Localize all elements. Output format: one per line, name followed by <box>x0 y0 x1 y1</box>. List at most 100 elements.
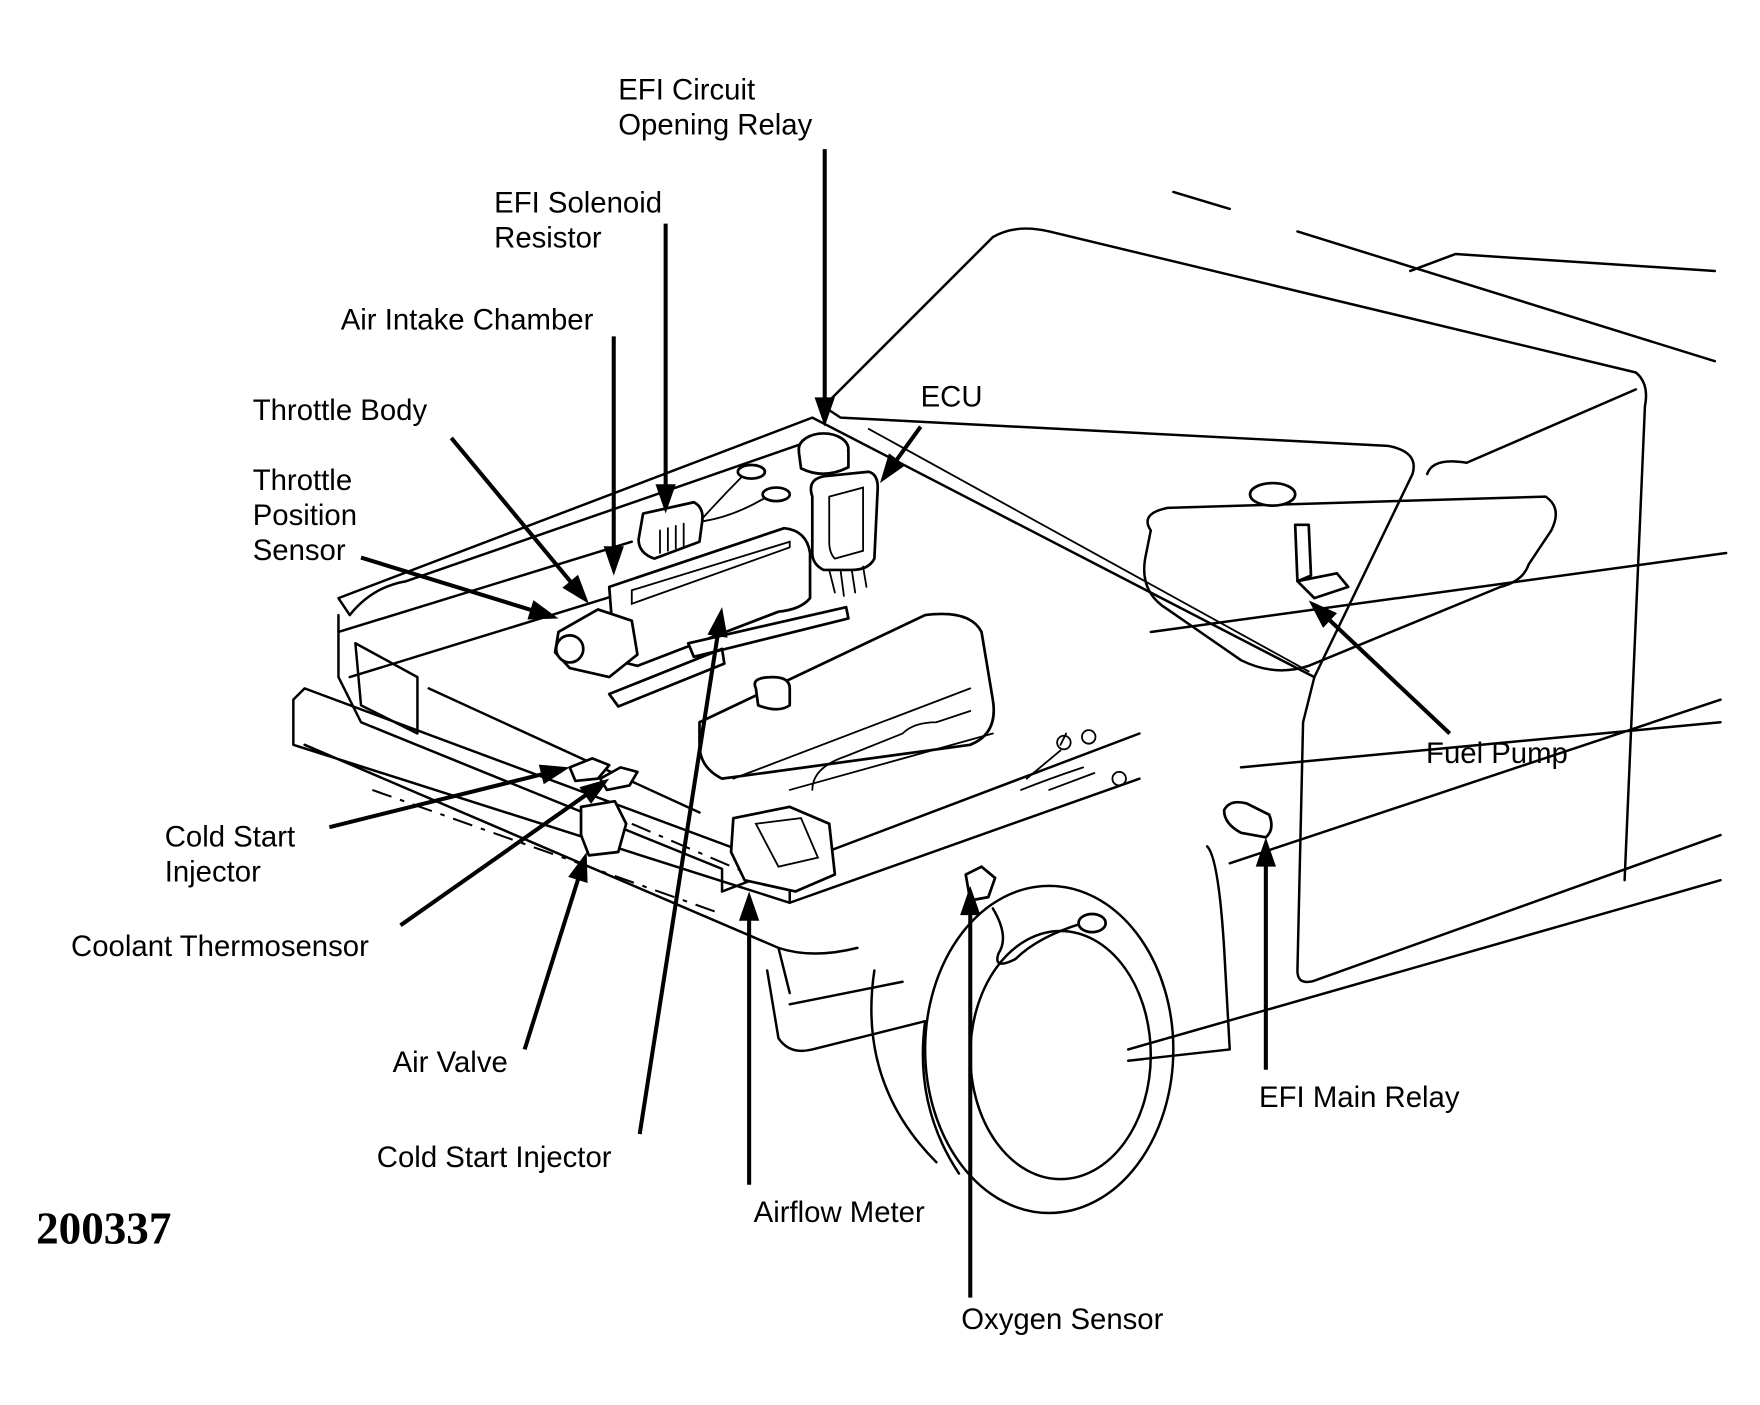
arrowhead-icon <box>562 574 589 604</box>
label-line: EFI Solenoid <box>494 186 662 219</box>
arrowhead-icon <box>603 546 624 576</box>
solenoid-resistor-ribs <box>659 522 685 554</box>
lower-valance <box>765 969 927 1053</box>
cab-roof-rear <box>1172 190 1717 363</box>
airflow-meter-detail <box>754 817 820 868</box>
leader-line-fuel-pump <box>1327 617 1452 736</box>
arrowhead-icon <box>527 600 559 620</box>
wheel-arch <box>870 969 961 1175</box>
label-ecu: ECU <box>921 380 983 413</box>
cab-roof <box>822 227 1648 882</box>
valve-cover-inner <box>732 687 994 791</box>
callout-cold-start-injector-bottom: Cold Start Injector <box>377 1141 612 1174</box>
label-airflow-meter: Airflow Meter <box>754 1196 925 1229</box>
arrowhead-icon <box>538 764 570 785</box>
label-line: Fuel Pump <box>1426 737 1568 770</box>
label-air-valve: Air Valve <box>393 1046 508 1079</box>
callout-fuel-pump: Fuel Pump <box>1426 737 1568 770</box>
label-cold-start-injector-bottom: Cold Start Injector <box>377 1141 612 1174</box>
solenoid-connector-b <box>761 486 792 503</box>
leader-line-cold-start-injector-left <box>328 771 544 830</box>
label-air-intake-chamber: Air Intake Chamber <box>341 304 594 337</box>
front-wheel <box>969 929 1153 1181</box>
label-coolant-thermosensor: Coolant Thermosensor <box>71 930 369 963</box>
valve-cover <box>698 612 996 781</box>
arrowhead-icon <box>814 397 835 427</box>
leader-line-coolant-thermosensor <box>399 792 589 927</box>
arrowhead-icon <box>707 607 728 638</box>
label-line: Sensor <box>253 534 346 567</box>
arrowhead-icon <box>738 891 760 921</box>
truck-body <box>292 190 1728 1215</box>
fuel-pump-flange <box>1248 481 1297 507</box>
grille <box>337 613 724 893</box>
leader-line-ecu <box>894 425 923 463</box>
callout-throttle-body: Throttle Body <box>253 394 428 427</box>
label-line: Throttle <box>253 464 352 497</box>
label-line: Cold Start Injector <box>377 1141 612 1174</box>
hood-front-edge <box>337 540 645 679</box>
label-line: Air Valve <box>393 1046 508 1079</box>
label-line: Position <box>253 499 357 532</box>
label-line: Injector <box>165 855 261 888</box>
door-outline <box>1296 388 1722 984</box>
arrowhead-icon <box>880 453 906 484</box>
efi-main-relay-part <box>1222 800 1273 839</box>
fuel-pump-part <box>1293 523 1350 600</box>
label-oxygen-sensor: Oxygen Sensor <box>961 1303 1163 1336</box>
cold-start-injector-part-left <box>568 756 611 783</box>
callout-coolant-thermosensor: Coolant Thermosensor <box>71 930 369 963</box>
coolant-thermosensor-part <box>598 766 639 792</box>
air-intake-chamber-part <box>607 526 812 668</box>
throttle-body-bore <box>554 634 585 664</box>
solenoid-resistor-wire <box>700 473 769 523</box>
rocker <box>1126 878 1722 1051</box>
hood-dashed-line-1 <box>371 788 723 915</box>
ecu-face <box>828 486 864 560</box>
leader-line-air-valve <box>522 877 581 1051</box>
label-line: EFI Circuit <box>618 73 755 106</box>
label-throttle-body: Throttle Body <box>253 394 428 427</box>
fuel-rail <box>607 605 850 708</box>
label-line: EFI Main Relay <box>1259 1081 1460 1114</box>
ecu-wires <box>828 565 868 597</box>
arrowhead-icon <box>655 484 676 514</box>
callout-air-valve: Air Valve <box>393 1046 508 1079</box>
solenoid-connector-a <box>736 463 767 480</box>
front-tire <box>923 884 1175 1215</box>
harness-connector-a <box>1056 734 1072 751</box>
solenoid-resistor-part <box>637 500 704 561</box>
arrowhead-icon <box>960 885 981 916</box>
ecu-part <box>809 470 880 572</box>
label-line: Airflow Meter <box>754 1196 925 1229</box>
harness-connector-c <box>1111 770 1127 787</box>
leader-line-cold-start-injector-bottom <box>637 633 720 1135</box>
arrowhead-icon <box>1255 837 1276 867</box>
callout-leaders <box>328 149 1452 1298</box>
label-line: ECU <box>921 380 983 413</box>
label-line: Opening Relay <box>618 108 812 141</box>
leader-line-throttle-body <box>449 436 574 585</box>
arrowhead-icon <box>579 778 610 804</box>
hood-outline <box>337 416 1316 679</box>
callout-efi-main-relay: EFI Main Relay <box>1259 1081 1460 1114</box>
windshield <box>822 405 1415 679</box>
airflow-meter-part <box>729 805 837 893</box>
callout-airflow-meter: Airflow Meter <box>754 1196 925 1229</box>
label-line: Coolant Thermosensor <box>71 930 369 963</box>
label-line: Resistor <box>494 221 602 254</box>
oxygen-sensor-wire <box>991 907 1085 965</box>
label-line: Cold Start <box>165 820 295 853</box>
arrowhead-icon <box>1308 600 1338 628</box>
circuit-opening-relay-base <box>797 451 850 476</box>
label-line: Air Intake Chamber <box>341 304 594 337</box>
